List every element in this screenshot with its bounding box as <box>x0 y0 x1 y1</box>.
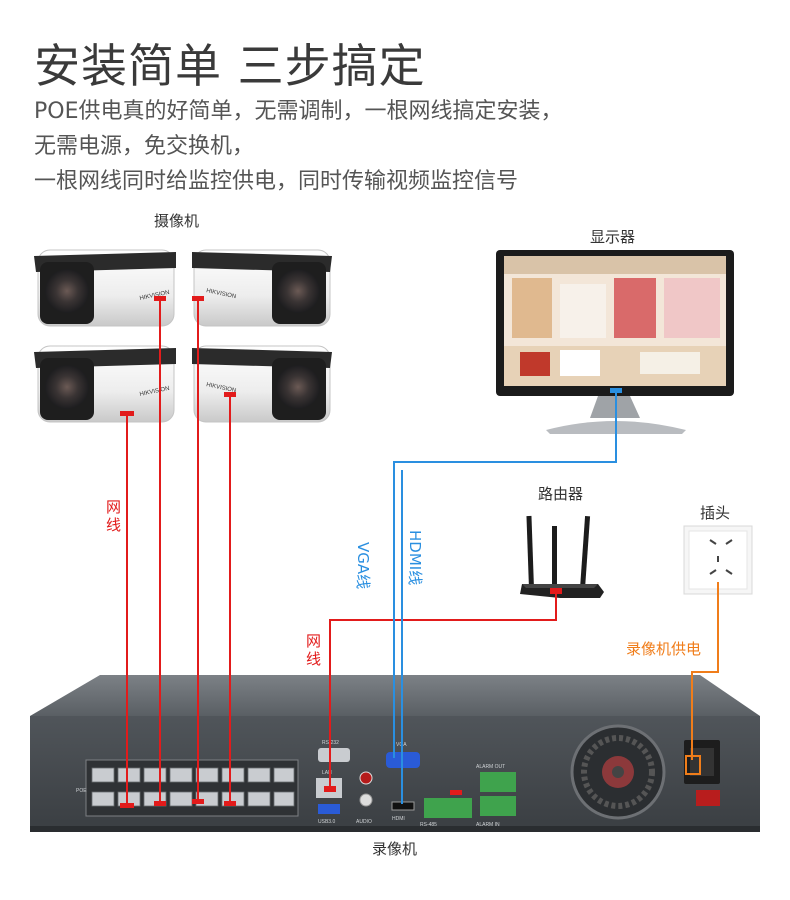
lan-label: LAN <box>322 770 332 776</box>
monitor-label: 显示器 <box>590 228 636 246</box>
camera-lens-icon <box>276 365 320 409</box>
router-label: 路由器 <box>538 485 584 503</box>
rs485-label: RS-485 <box>420 822 437 828</box>
nvr-power-cable-label: 录像机供电 <box>626 640 702 658</box>
alarm-in-label: ALARM IN <box>476 822 500 828</box>
description-line-3: 一根网线同时给监控供电，同时传输视频监控信号 <box>34 169 519 194</box>
nvr-label: 录像机 <box>372 840 418 858</box>
camera-bottom-right: HIKVISION <box>192 345 332 423</box>
audio-label: AUDIO <box>356 819 372 825</box>
camera-top-right: HIKVISION <box>192 249 332 327</box>
router-network-cable <box>329 590 557 790</box>
camera-lens-icon <box>45 269 89 313</box>
usb-label: USB3.0 <box>318 819 335 825</box>
alarm-out-label: ALARM OUT <box>476 764 505 770</box>
description-line-2: 无需电源，免交换机， <box>34 134 255 159</box>
poe-label: POE <box>76 788 87 794</box>
power-switch-icon <box>696 790 720 806</box>
camera-lens-icon <box>276 269 320 313</box>
vga-cable-label: VGA线 <box>354 542 372 590</box>
plug-label: 插头 <box>700 504 731 522</box>
hdmi-port-label: HDMI <box>392 816 405 822</box>
camera-cable-connectors <box>120 296 462 808</box>
nvr-power-cable <box>691 582 719 760</box>
camera-top-left: HIKVISION <box>34 249 176 327</box>
camera-lens-icon <box>45 365 89 409</box>
router <box>520 515 604 598</box>
router-network-cable-label: 网线 <box>306 632 322 668</box>
camera-label: 摄像机 <box>154 212 200 230</box>
fan-icon <box>570 724 666 820</box>
monitor <box>496 250 734 434</box>
page-title: 安装简单 三步搞定 <box>34 39 426 93</box>
hdmi-cable-label: HDMI线 <box>406 530 424 586</box>
vga-cable <box>393 392 617 758</box>
camera-bottom-left: HIKVISION <box>34 345 176 423</box>
description-line-1: POE供电真的好简单，无需调制，一根网线搞定安装， <box>34 99 563 124</box>
description: POE供电真的好简单，无需调制，一根网线搞定安装， 无需电源，免交换机， 一根网… <box>34 94 563 199</box>
camera-network-cable-label: 网线 <box>106 498 122 534</box>
camera-network-cables <box>126 300 231 808</box>
